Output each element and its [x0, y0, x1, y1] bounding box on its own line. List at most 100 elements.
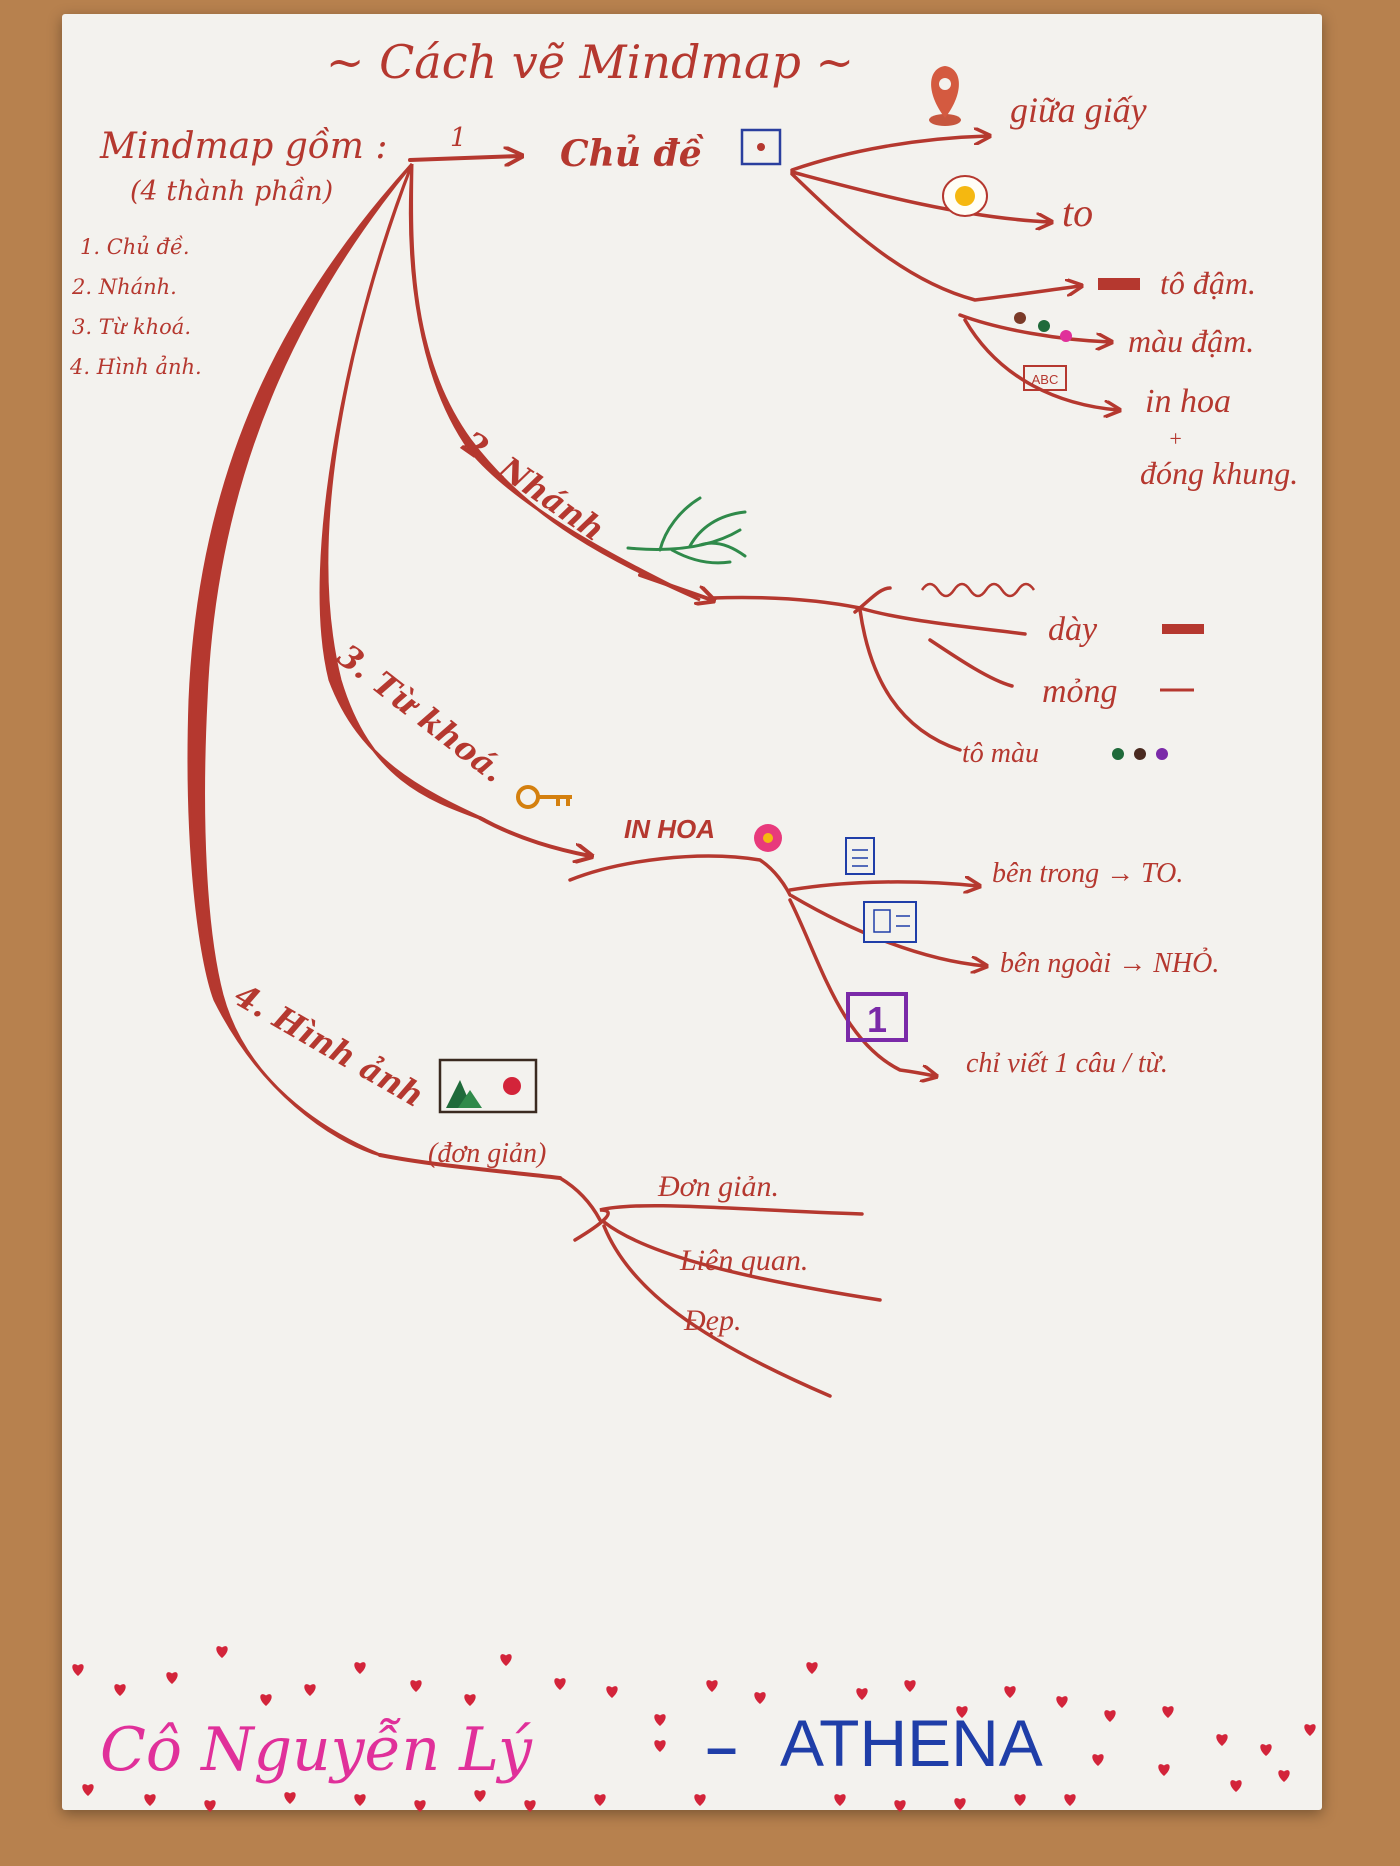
heart-icon	[304, 1684, 316, 1696]
heart-icon	[410, 1680, 422, 1692]
keyword-label: 3. Từ khoá.	[330, 636, 512, 790]
heart-icon	[82, 1784, 94, 1796]
topic-leaf: +	[1168, 426, 1183, 451]
heart-icon	[166, 1672, 178, 1684]
plant-sprig-icon	[626, 496, 747, 565]
heart-icon	[1304, 1724, 1316, 1736]
topic-leaf: đóng khung.	[1140, 455, 1298, 491]
image-label: 4. Hình ảnh	[228, 976, 430, 1115]
heart-icon	[1260, 1744, 1272, 1756]
branch-line-branch	[408, 163, 701, 602]
heart-icon	[1014, 1794, 1026, 1806]
topic-label: Chủ đề	[560, 133, 704, 175]
keyword-leaf: bên ngoài → NHỎ.	[1000, 948, 1219, 979]
heart-icon	[806, 1662, 818, 1674]
main-branches	[187, 156, 712, 1180]
topic-sub-lines	[790, 136, 1118, 410]
heart-icon	[474, 1790, 486, 1802]
heart-icon	[706, 1680, 718, 1692]
image-leaf: Đơn giản.	[657, 1170, 779, 1203]
hearts-decoration	[72, 1646, 1316, 1812]
framed-dot-icon	[740, 128, 782, 166]
intro-list-item: 4. Hình ảnh.	[69, 355, 202, 379]
topic-leaf: màu đậm.	[1128, 323, 1254, 359]
heart-icon	[260, 1694, 272, 1706]
wavy-line-icon	[920, 582, 1036, 598]
heart-icon	[1230, 1780, 1242, 1792]
heart-icon	[72, 1664, 84, 1676]
heart-icon	[834, 1794, 846, 1806]
heart-icon	[554, 1678, 566, 1690]
intro-list-item: 3. Từ khoá.	[72, 315, 191, 339]
image-sub-lines	[558, 1176, 882, 1398]
bar-icon	[1098, 278, 1140, 290]
heart-icon	[1004, 1686, 1016, 1698]
image-sub: (đơn giản)	[428, 1138, 546, 1169]
topic-leaf: in hoa	[1145, 383, 1231, 420]
image-leaf: Liên quan.	[679, 1244, 808, 1277]
abc-box-icon: ABC	[1023, 365, 1067, 391]
heart-icon	[956, 1706, 968, 1718]
heart-icon	[284, 1792, 296, 1804]
branch-leaf: mỏng	[1042, 673, 1118, 710]
topic-number: 1	[450, 123, 467, 153]
one-badge: 1	[867, 999, 887, 1040]
heart-icon	[1278, 1770, 1290, 1782]
heart-icon	[904, 1680, 916, 1692]
branch-leaf: tô màu	[962, 738, 1039, 769]
branch-leaf: dày	[1048, 611, 1098, 648]
egg-icon	[942, 175, 988, 217]
heart-icon	[144, 1794, 156, 1806]
heart-icon	[954, 1798, 966, 1810]
keyword-sub-lines	[568, 854, 985, 1076]
heart-icon	[216, 1646, 228, 1658]
flower-icon	[754, 824, 782, 852]
heart-icon	[1064, 1794, 1076, 1806]
heart-icon	[1092, 1754, 1104, 1766]
topic-leaf: to	[1062, 190, 1093, 235]
heart-icon	[500, 1654, 512, 1666]
heart-icon	[354, 1794, 366, 1806]
location-pin-icon	[929, 66, 961, 126]
signature-dash: –	[706, 1715, 737, 1778]
branch-line-keyword-tip	[478, 816, 590, 856]
topic-leaf: giữa giấy	[1010, 90, 1147, 130]
heart-icon	[1216, 1734, 1228, 1746]
intro-list-item: 2. Nhánh.	[71, 275, 177, 299]
heart-icon	[354, 1662, 366, 1674]
id-card-icon	[863, 901, 917, 943]
branch-line-image-tail	[378, 1153, 562, 1180]
branch-label: 2. Nhánh	[455, 423, 612, 549]
keyword-leaf: chỉ viết 1 câu / từ.	[966, 1048, 1168, 1079]
landscape-picture-icon	[438, 1058, 538, 1114]
heart-icon	[524, 1800, 536, 1812]
heart-icon	[754, 1692, 766, 1704]
abc-badge: ABC	[1032, 372, 1059, 387]
image-leaf: Đẹp.	[683, 1304, 741, 1337]
branch-line-branch-tip	[638, 573, 712, 600]
color-dots-icon	[1112, 748, 1168, 760]
branch-line-topic	[408, 156, 520, 160]
intro-list-item: 1. Chủ đề.	[80, 235, 190, 259]
heart-icon	[654, 1714, 666, 1726]
heart-icon	[464, 1694, 476, 1706]
heart-icon	[1162, 1706, 1174, 1718]
heart-icon	[1056, 1696, 1068, 1708]
heart-icon	[606, 1686, 618, 1698]
heart-icon	[1104, 1710, 1116, 1722]
intro-sub: (4 thành phần)	[130, 176, 333, 207]
thick-line-icon	[1162, 624, 1204, 634]
number-one-box-icon: 1	[846, 992, 908, 1042]
paper-sheet	[62, 14, 1322, 1810]
heart-icon	[594, 1794, 606, 1806]
heart-icon	[856, 1688, 868, 1700]
heart-icon	[694, 1794, 706, 1806]
heart-icon	[414, 1800, 426, 1812]
page-title: ~ Cách vẽ Mindmap ~	[326, 35, 854, 89]
document-icon	[845, 837, 875, 875]
heart-icon	[204, 1800, 216, 1812]
branch-sub-lines	[710, 586, 1027, 752]
key-icon	[516, 785, 572, 809]
keyword-sub: IN HOA	[624, 814, 715, 844]
